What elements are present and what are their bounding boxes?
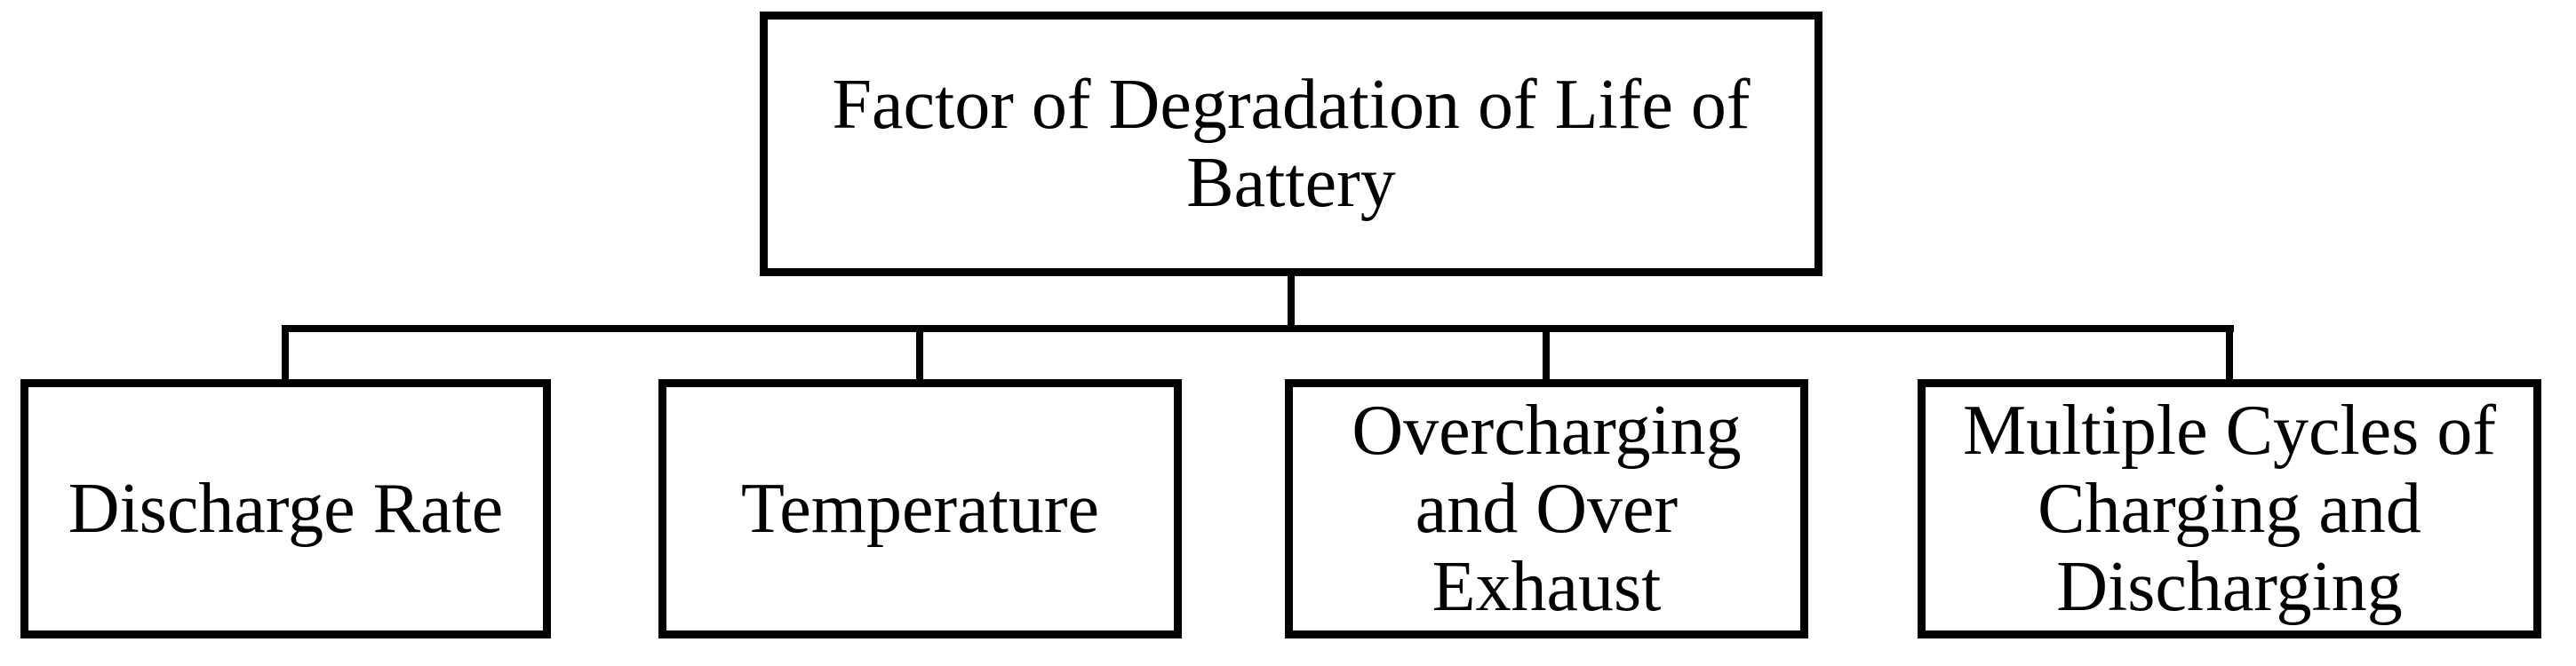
node-overcharging: Overcharging and Over Exhaust [1285, 379, 1808, 638]
node-temperature-label: Temperature [740, 470, 1100, 548]
node-multiple-cycles-label: Multiple Cycles of Charging and Discharg… [1963, 392, 2496, 626]
connector-drop-overcharging [1543, 329, 1550, 381]
node-discharge-rate: Discharge Rate [20, 379, 551, 638]
connector-drop-multiple-cycles [2226, 329, 2233, 381]
node-discharge-rate-label: Discharge Rate [68, 470, 504, 548]
connector-drop-discharge-rate [282, 329, 289, 381]
root-node-label: Factor of Degradation of Life of Battery [832, 66, 1751, 222]
node-root-factor: Factor of Degradation of Life of Battery [760, 12, 1822, 276]
connector-root-stem [1288, 276, 1295, 327]
connector-drop-temperature [916, 329, 923, 381]
node-temperature: Temperature [658, 379, 1182, 638]
node-multiple-cycles: Multiple Cycles of Charging and Discharg… [1918, 379, 2541, 638]
node-overcharging-label: Overcharging and Over Exhaust [1352, 392, 1742, 626]
connector-horizontal-rail [282, 325, 2234, 332]
